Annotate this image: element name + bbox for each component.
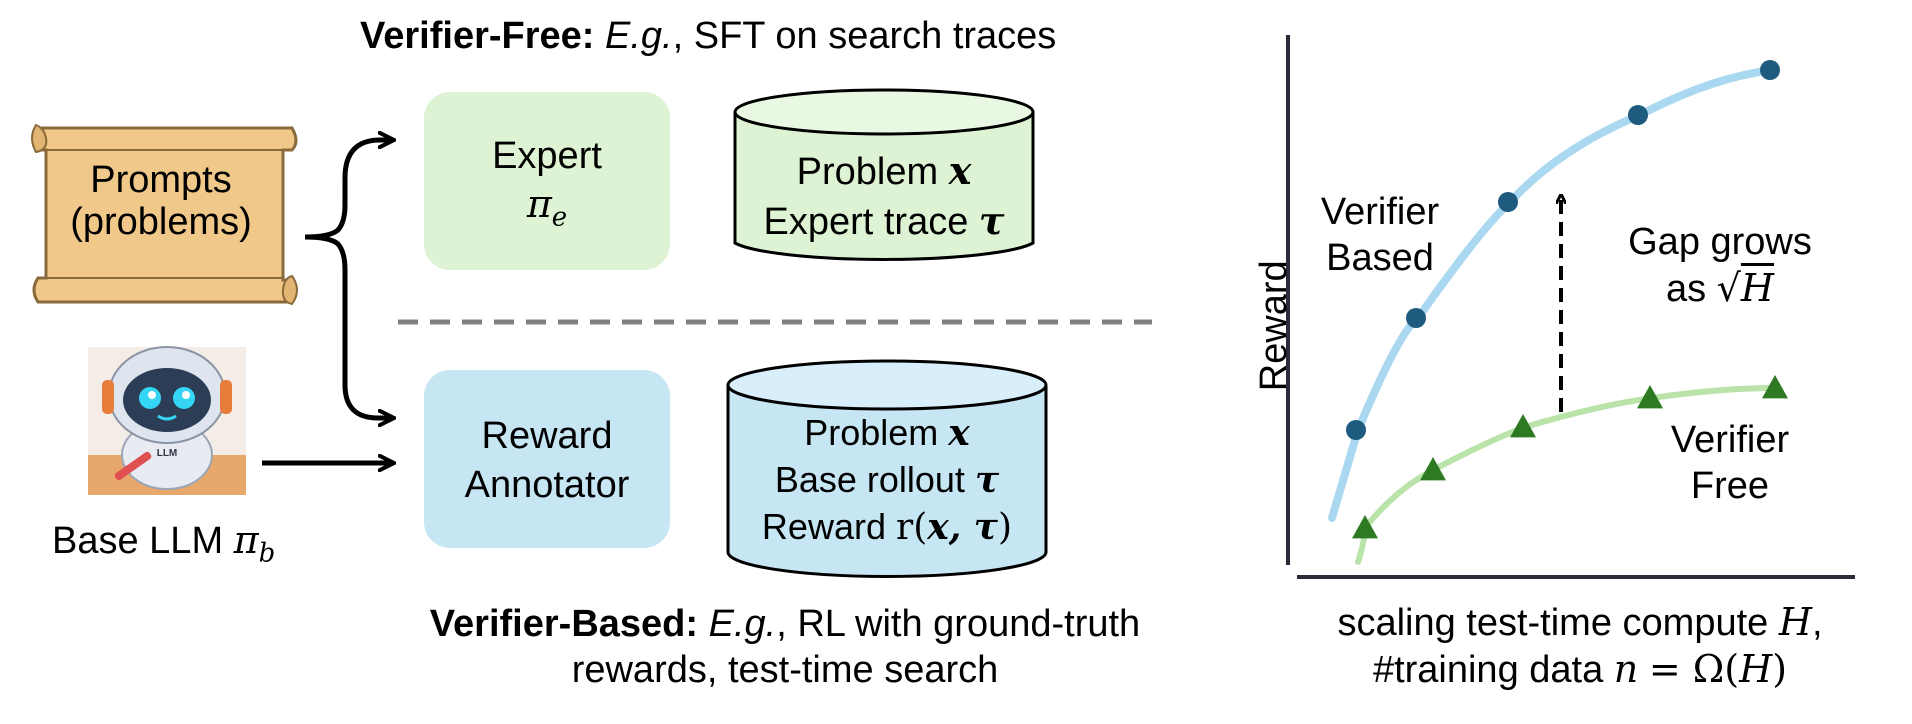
chart-xlabel-line2-text: #training data (1372, 648, 1604, 691)
verifier-free-point-2 (1420, 457, 1446, 481)
chart-xlabel: scaling test-time compute H, #training d… (1337, 600, 1823, 691)
verifier-based-point-3 (1498, 192, 1518, 212)
base-llm-symbol: π (233, 518, 259, 562)
expert-box-symbol: π (526, 181, 552, 226)
expert-db-line1-text: Problem (796, 151, 939, 193)
chart-ylabel: Reward (1252, 226, 1298, 426)
verifier-based-label-line1: Verifier (1320, 191, 1440, 233)
reward-db-line2-var: τ (974, 458, 1000, 501)
chart-xlabel-line1-text: scaling test-time compute (1337, 602, 1769, 644)
verifier-based-title-italic: E.g. (708, 603, 777, 645)
chart-xlabel-line2-var2: H (1739, 646, 1773, 691)
expert-database-text: Problem x Expert trace τ (735, 147, 1033, 246)
scroll-icon (31, 123, 298, 306)
verifier-based-title-line2: rewards, test-time search (571, 648, 999, 691)
reward-db-line1-text: Problem (804, 412, 939, 453)
verifier-free-title-bold: Verifier-Free: (360, 15, 595, 57)
reward-db-line3-close: ) (998, 506, 1013, 548)
expert-db-line1-var: x (948, 148, 972, 193)
chart-axes (1286, 35, 1855, 579)
gap-annotation-as: as (1665, 267, 1707, 310)
gap-annotation: Gap grows as √H (1600, 220, 1840, 312)
reward-db-line1-var: x (948, 412, 970, 454)
verifier-based-label-line2: Based (1326, 236, 1434, 279)
reward-db-line3-text: Reward (761, 505, 886, 547)
prompts-label: Prompts (problems) (56, 159, 266, 244)
verifier-free-label-line2: Free (1690, 464, 1770, 507)
verifier-free-title-italic: E.g. (605, 15, 673, 57)
reward-annotator-box-shape (424, 370, 670, 548)
expert-database-icon (733, 88, 1035, 261)
base-llm-text: Base LLM (52, 520, 224, 562)
verifier-based-point-4 (1628, 105, 1648, 125)
reward-annotator-line2: Annotator (464, 464, 630, 507)
verifier-free-point-4 (1637, 385, 1663, 409)
expert-box-label: Expert (492, 135, 602, 177)
verifier-free-point-1 (1352, 515, 1378, 539)
verifier-free-markers (1352, 375, 1788, 539)
chart-xlabel-line1-var: H (1778, 600, 1812, 644)
reward-annotator-line1: Reward (481, 415, 613, 457)
verifier-based-title-rest: , RL with ground-truth (776, 603, 1141, 645)
verifier-based-point-5 (1760, 60, 1780, 80)
verifier-based-title: Verifier-Based: E.g., RL with ground-tru… (355, 602, 1215, 693)
verifier-based-title-bold: Verifier-Based: (429, 603, 699, 645)
chart-xlabel-line2-var: n (1613, 646, 1639, 691)
prompts-label-line2: (problems) (70, 200, 252, 243)
robot-avatar (88, 346, 246, 495)
reward-db-line2-text: Base rollout (774, 458, 965, 500)
gap-annotation-root: √ (1716, 265, 1741, 310)
robot-badge: LLM (150, 448, 184, 459)
verifier-free-title-rest: , SFT on search traces (672, 15, 1057, 57)
verifier-based-point-1 (1346, 420, 1366, 440)
gap-annotation-var: H (1740, 265, 1775, 310)
prompts-label-line1: Prompts (90, 159, 232, 201)
prompts-brace (304, 140, 392, 418)
expert-box-subscript: e (551, 202, 568, 233)
verifier-free-label: Verifier Free (1640, 418, 1820, 509)
expert-box: Expert πe (424, 133, 670, 234)
reward-database-icon (726, 359, 1048, 578)
base-llm-label: Base LLM πb (52, 518, 332, 570)
expert-box-shape (424, 92, 670, 270)
robot-badge-text: LLM (156, 448, 178, 459)
gap-annotation-line1: Gap grows (1628, 221, 1812, 263)
reward-db-line3-args: x, τ (927, 505, 999, 548)
base-llm-subscript: b (258, 538, 276, 569)
verifier-based-label: Verifier Based (1300, 190, 1460, 281)
chart-xlabel-line2-close: ) (1772, 646, 1788, 691)
verifier-free-point-5 (1762, 375, 1788, 399)
expert-db-line2-var: τ (978, 197, 1005, 243)
chart-xlabel-line2-eq: = Ω( (1648, 646, 1740, 691)
verifier-based-point-2 (1406, 308, 1426, 328)
reward-db-line3-fn: r( (896, 506, 928, 548)
verifier-based-markers (1346, 60, 1780, 440)
chart-ylabel-text: Reward (1253, 260, 1296, 392)
expert-db-line2-text: Expert trace (763, 200, 969, 243)
verifier-free-title: Verifier-Free: E.g., SFT on search trace… (360, 14, 1160, 60)
reward-annotator-box: Reward Annotator (424, 412, 670, 511)
verifier-free-label-line1: Verifier (1670, 419, 1790, 461)
reward-database-text: Problem x Base rollout τ Reward r(x, τ) (728, 410, 1046, 551)
verifier-free-point-3 (1510, 414, 1536, 438)
